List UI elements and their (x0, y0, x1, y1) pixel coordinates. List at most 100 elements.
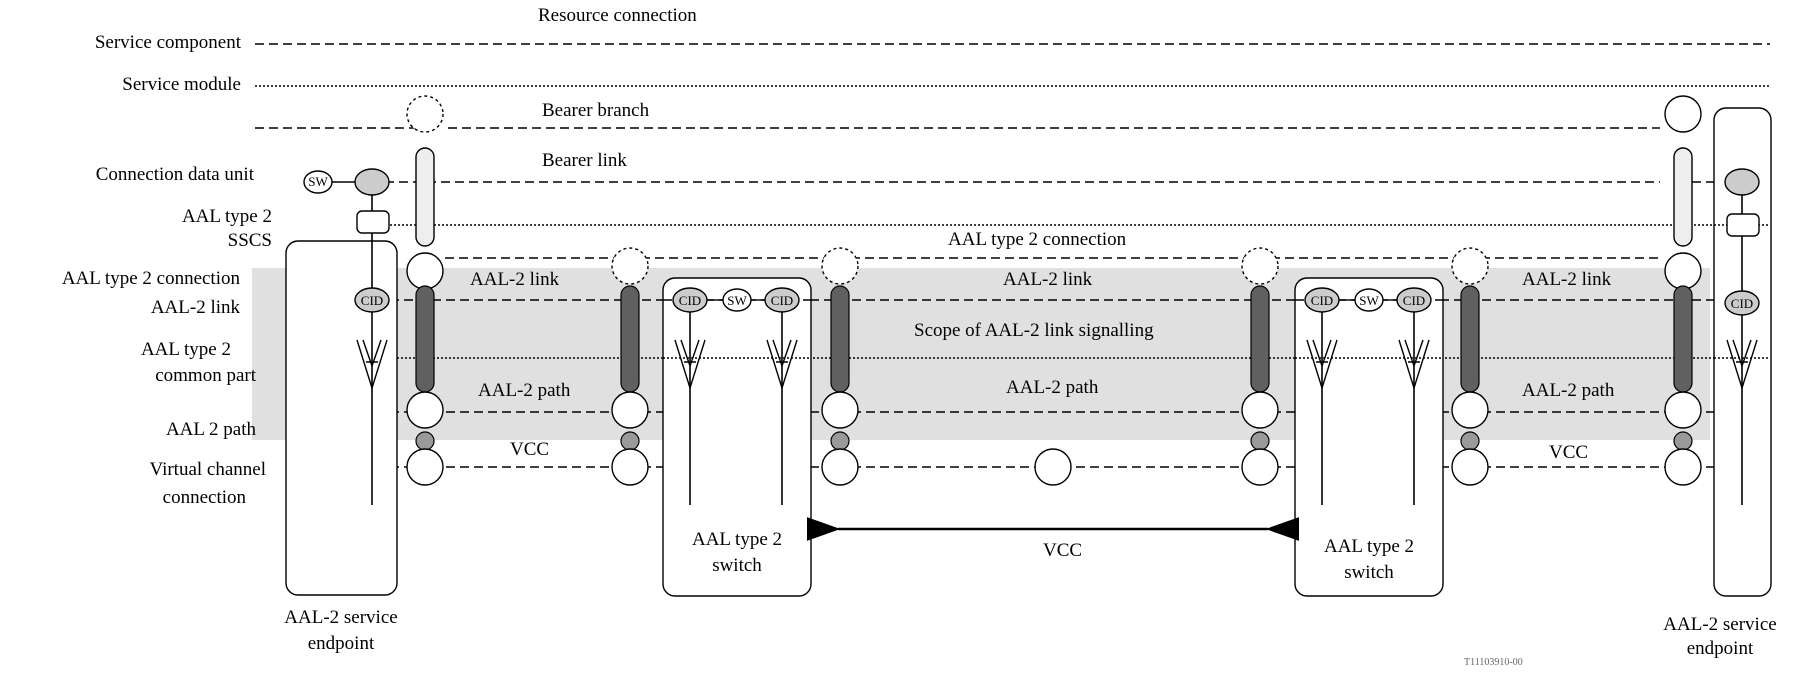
vcc-circle (611, 448, 649, 486)
aal2-link-bar (1460, 285, 1480, 393)
label-vcc-2: VCC (1549, 442, 1589, 463)
label-aal2-sscs-line2: SSCS (227, 230, 272, 251)
left-cdu-node (354, 168, 390, 196)
aal2-link-bar (620, 285, 640, 393)
vcc-circle (1664, 448, 1702, 486)
left-sw-node (303, 170, 333, 194)
label-common-part-line1: AAL type 2 (140, 339, 231, 360)
label-right-cid: CID (1730, 296, 1754, 311)
label-bearer-link: Bearer link (542, 150, 627, 171)
bearer-link-bar (1673, 147, 1693, 247)
mux-funnel (674, 339, 706, 391)
node-stack-6 (1664, 95, 1702, 486)
right-mux-funnel (1726, 339, 1758, 391)
label-sw2-cid-b: CID (1402, 293, 1426, 308)
aal2-connection-circle-dashed (1451, 247, 1489, 285)
aal2-path-circle (1664, 391, 1702, 429)
mux-funnel (766, 339, 798, 391)
label-signalling-scope: Scope of AAL-2 link signalling (914, 320, 1154, 341)
left-mux-funnel (356, 339, 388, 391)
label-aal2-connection-layer: AAL type 2 connection (61, 268, 240, 289)
label-resource-connection: Resource connection (538, 5, 697, 26)
vcc-mid-circle (1034, 448, 1072, 486)
vcc-circle (1451, 448, 1489, 486)
aal2-link-bar (1250, 285, 1270, 393)
left-sscs-box (356, 210, 390, 234)
vcc-circle (821, 448, 859, 486)
aal2-path-circle (611, 391, 649, 429)
label-common-part-line2: common part (155, 365, 256, 386)
aal2-connection-circle (1664, 252, 1702, 290)
signalling-scope-band (252, 268, 1710, 440)
node-stack-5 (1451, 247, 1489, 486)
label-switch-left-line2: switch (712, 555, 762, 576)
label-service-module: Service module (122, 74, 241, 95)
switch-1-internals (672, 287, 800, 505)
aal2-link-bar (1673, 285, 1693, 393)
vcc-joint-node (620, 431, 640, 451)
label-vcc-1: VCC (510, 439, 550, 460)
endpoint-box-left (285, 240, 398, 596)
label-endpoint-left-line1: AAL-2 service (284, 607, 398, 628)
switch-internals (672, 287, 1432, 505)
vcc-joint-node (1250, 431, 1270, 451)
label-endpoint-left-line2: endpoint (307, 633, 375, 654)
mux-funnel (1398, 339, 1430, 391)
label-aal2-link-layer: AAL-2 link (150, 297, 240, 318)
node-stacks (406, 95, 1702, 486)
aal2-path-circle (1451, 391, 1489, 429)
label-service-component: Service component (94, 32, 241, 53)
bearer-branch-circle (406, 95, 444, 133)
label-sw2-sw: SW (1359, 293, 1379, 308)
aal2-link-bar (415, 285, 435, 393)
right-cdu-node (1724, 168, 1760, 196)
vcc-joint-node (830, 431, 850, 451)
switch-2-internals (1304, 287, 1432, 505)
vcc-circle (406, 448, 444, 486)
right-sscs-box (1726, 213, 1760, 237)
label-endpoint-right-line2: endpoint (1686, 638, 1754, 659)
label-sw2-cid-a: CID (1310, 293, 1334, 308)
label-left-cid: CID (360, 293, 384, 308)
mux-funnel (1306, 339, 1338, 391)
label-vcc-line1: Virtual channel (149, 459, 266, 480)
aal2-connection-circle-dashed (821, 247, 859, 285)
label-sw1-cid-a: CID (678, 293, 702, 308)
label-connection-data-unit: Connection data unit (95, 164, 254, 185)
label-vcc-line2: connection (162, 487, 246, 508)
label-switch-right-line2: switch (1344, 562, 1394, 583)
label-aal2-path-1: AAL-2 path (478, 380, 571, 401)
left-cid-node (354, 287, 390, 313)
node-stack-3 (821, 247, 859, 486)
label-bearer-branch: Bearer branch (542, 100, 650, 121)
aal2-path-circle (406, 391, 444, 429)
aal2-connection-circle (406, 252, 444, 290)
sw-node (1354, 288, 1384, 312)
label-aal2-sscs-line1: AAL type 2 (181, 206, 272, 227)
label-endpoint-right-line1: AAL-2 service (1663, 614, 1777, 635)
label-aal2-link-2: AAL-2 link (1003, 269, 1093, 290)
label-aal2-path-3: AAL-2 path (1522, 380, 1615, 401)
aal2-path-circle (821, 391, 859, 429)
label-vcc-span: VCC (1043, 540, 1083, 561)
node-stack-1 (406, 95, 444, 486)
vcc-joint-node (415, 431, 435, 451)
label-sw1-sw: SW (727, 293, 747, 308)
label-switch-right-line1: AAL type 2 (1323, 536, 1415, 557)
aal2-connection-circle-dashed (611, 247, 649, 285)
label-aal2-path-layer: AAL 2 path (165, 419, 256, 440)
label-aal2-link-1: AAL-2 link (470, 269, 560, 290)
vcc-circle (1241, 448, 1279, 486)
label-aal2-connection: AAL type 2 connection (948, 229, 1127, 250)
label-aal2-link-3: AAL-2 link (1522, 269, 1612, 290)
aal2-link-bar (830, 285, 850, 393)
label-aal2-path-2: AAL-2 path (1006, 377, 1099, 398)
bearer-link-bar (415, 147, 435, 247)
figure-id: T11103910-00 (1464, 657, 1523, 668)
label-switch-left-line1: AAL type 2 (691, 529, 783, 550)
right-cid-node (1724, 290, 1760, 316)
label-sw1-cid-b: CID (770, 293, 794, 308)
aal2-connection-circle-dashed (1241, 247, 1279, 285)
